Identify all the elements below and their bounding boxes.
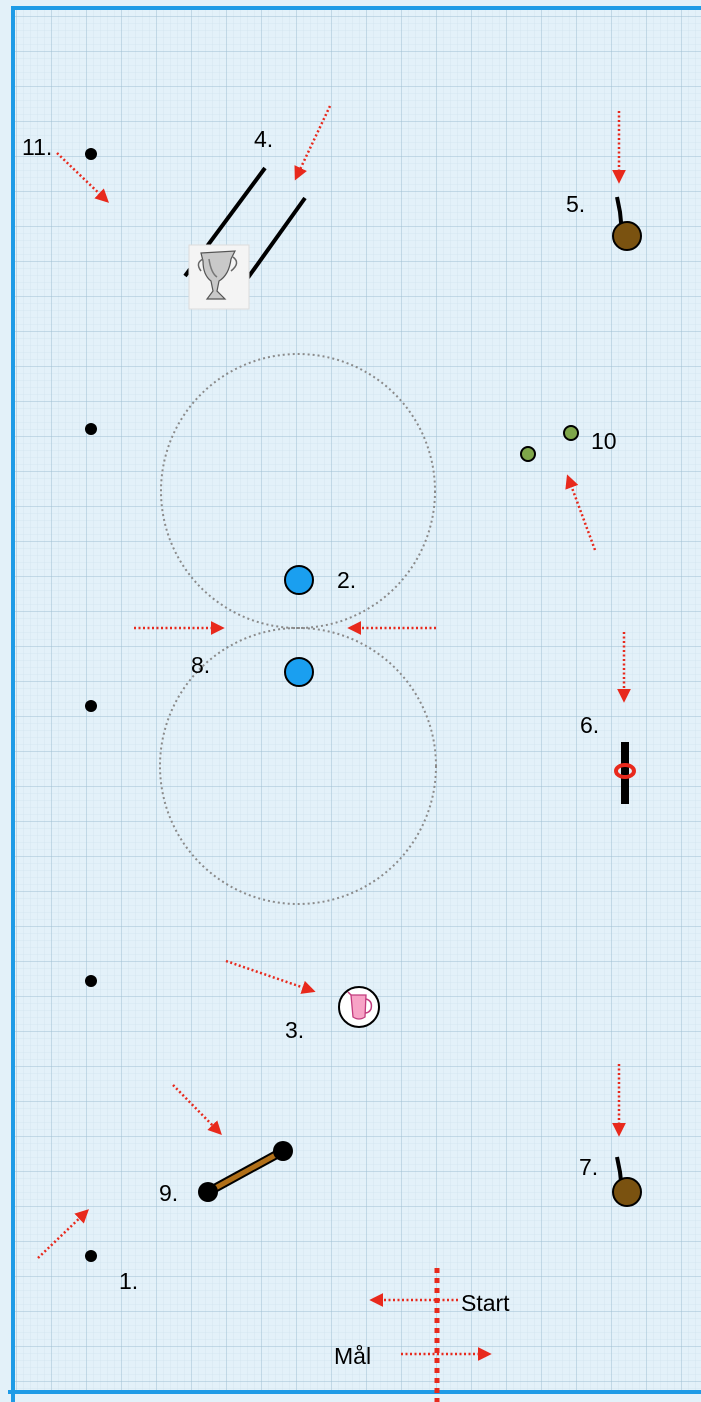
pitcher-icon bbox=[339, 987, 379, 1027]
stick-end bbox=[198, 1182, 218, 1202]
station-label-5: 5. bbox=[566, 191, 585, 217]
pole-marker bbox=[85, 975, 97, 987]
start-label: Start bbox=[461, 1290, 510, 1316]
station-label-3: 3. bbox=[285, 1017, 304, 1043]
ball-station-8 bbox=[285, 658, 313, 686]
bucket-station-7 bbox=[613, 1178, 641, 1206]
station-label-4: 4. bbox=[254, 126, 273, 152]
bucket-station-5 bbox=[613, 222, 641, 250]
green-marker bbox=[521, 447, 535, 461]
station-label-9: 9. bbox=[159, 1180, 178, 1206]
station-label-11: 11. bbox=[22, 134, 52, 160]
green-marker bbox=[564, 426, 578, 440]
pole-marker bbox=[85, 423, 97, 435]
pole-marker bbox=[85, 1250, 97, 1262]
pole-marker bbox=[85, 148, 97, 160]
stick-end bbox=[273, 1141, 293, 1161]
grid bbox=[12, 10, 701, 1392]
pole-marker bbox=[85, 700, 97, 712]
finish-label: Mål bbox=[334, 1343, 371, 1369]
station-label-2: 2. bbox=[337, 567, 356, 593]
station-label-8: 8. bbox=[191, 652, 210, 678]
station-label-10: 10 bbox=[591, 428, 617, 454]
ball-station-2 bbox=[285, 566, 313, 594]
trophy-icon bbox=[189, 245, 249, 309]
station-label-1: 1. bbox=[119, 1268, 138, 1294]
station-label-6: 6. bbox=[580, 712, 599, 738]
station-label-7: 7. bbox=[579, 1154, 598, 1180]
